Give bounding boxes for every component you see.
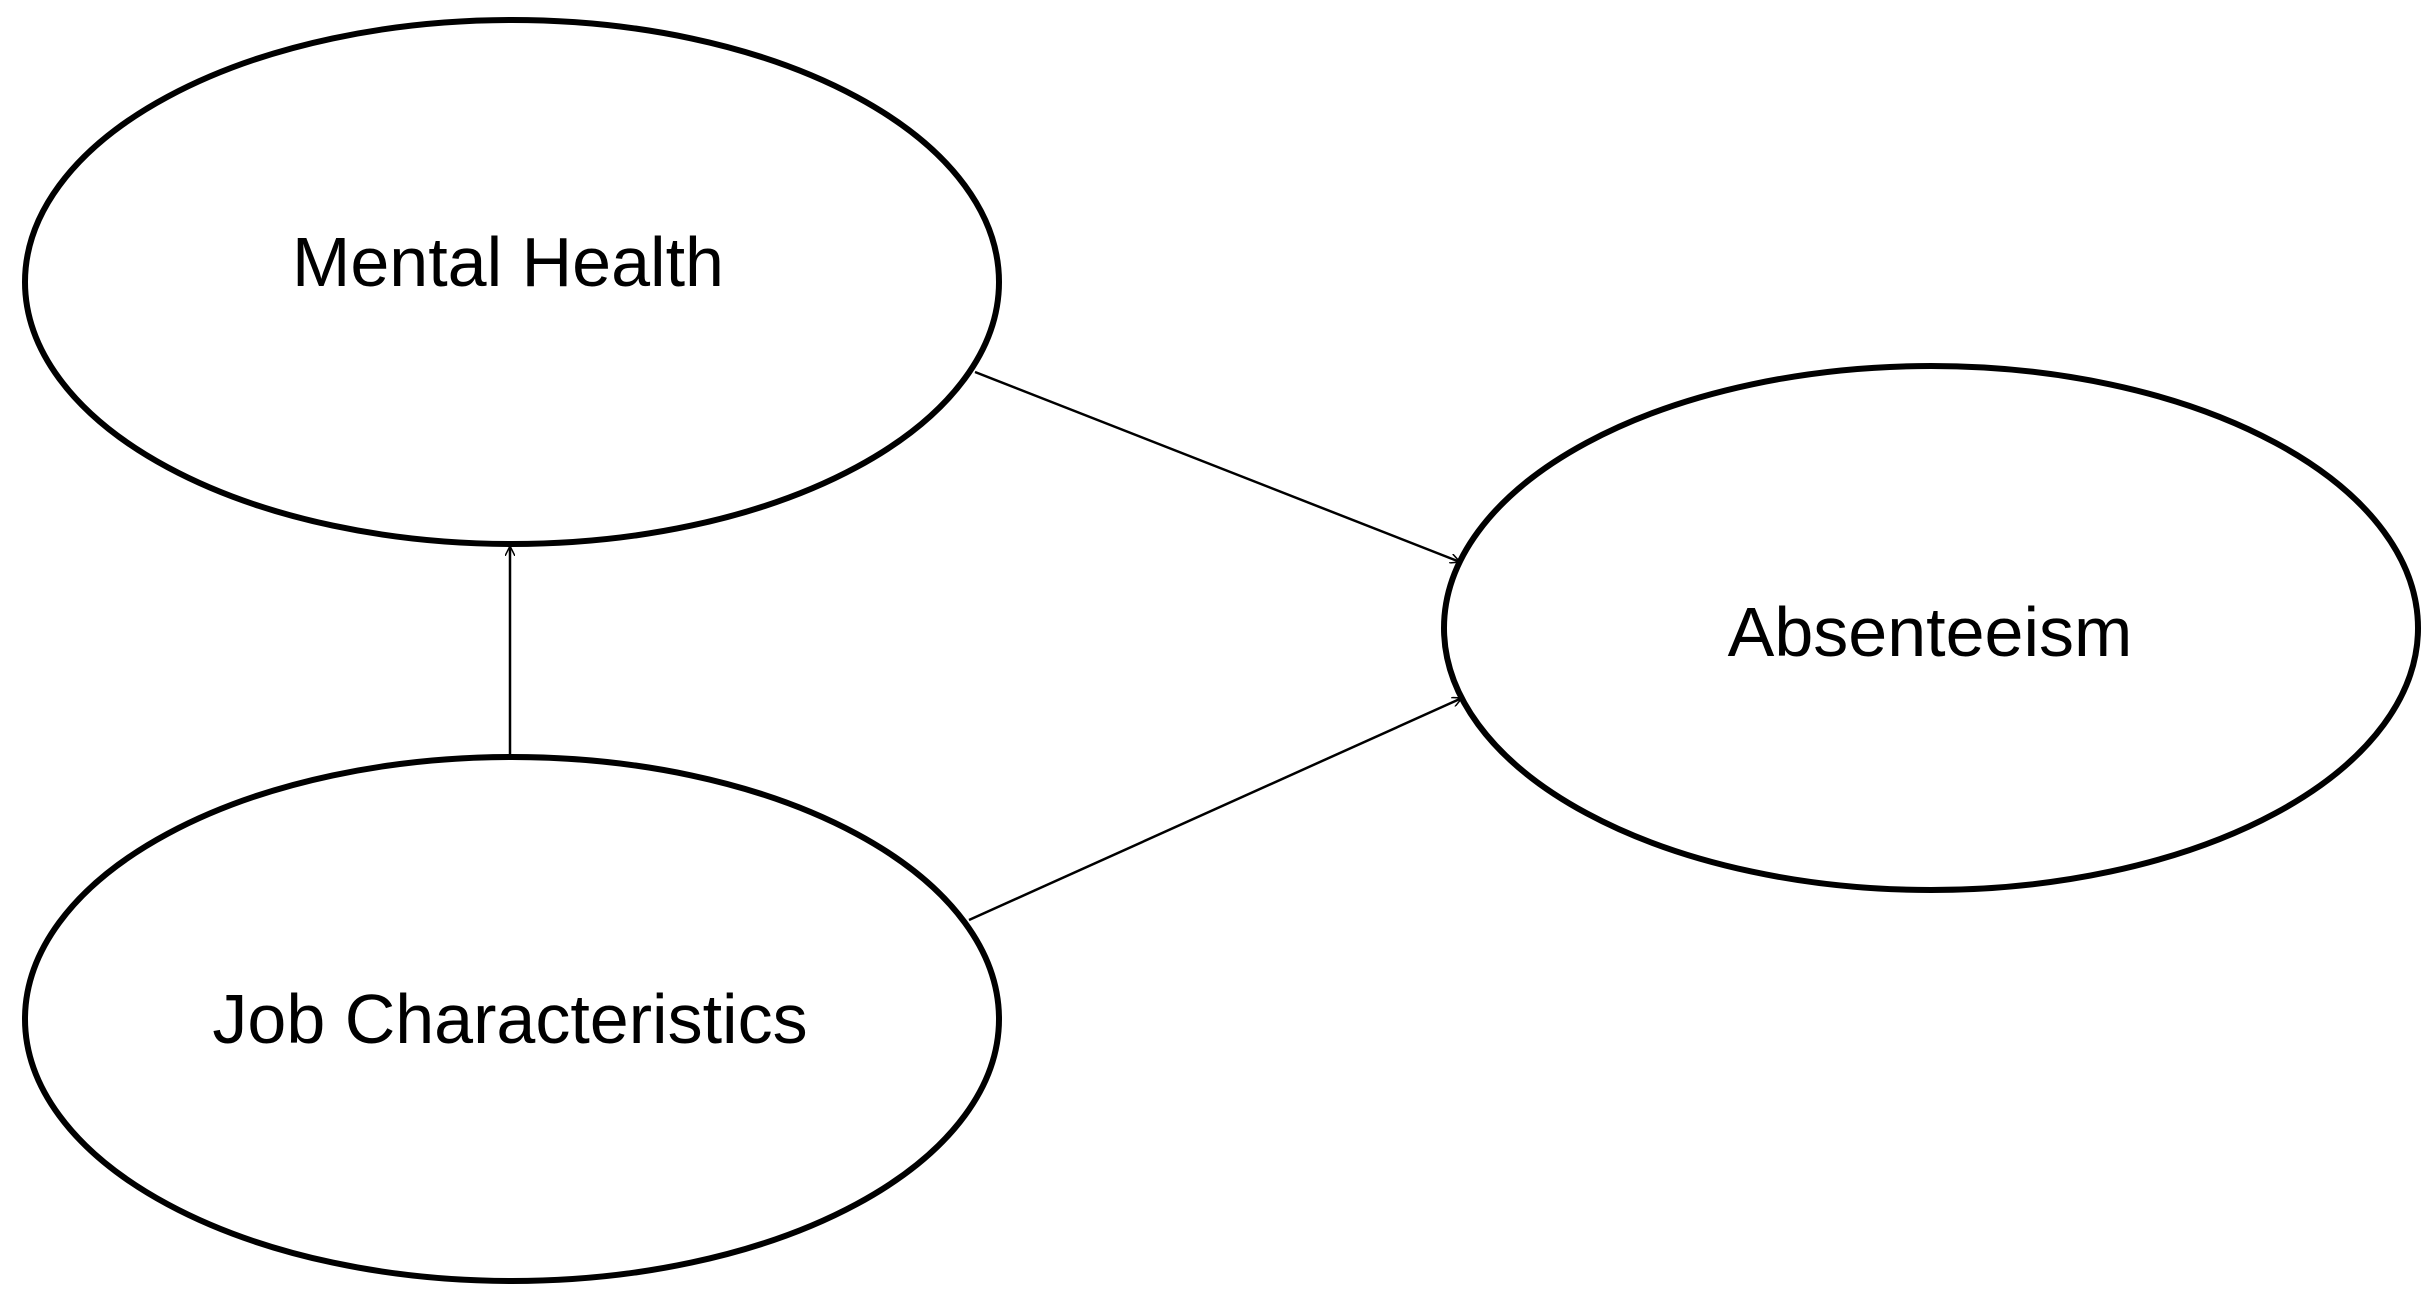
node-absenteeism[interactable]: Absenteeism [1441, 363, 2421, 893]
node-mental-health[interactable]: Mental Health [22, 17, 1002, 547]
node-mental-health-label: Mental Health [292, 223, 724, 301]
node-absenteeism-ellipse [1441, 363, 2421, 893]
node-absenteeism-label: Absenteeism [1728, 593, 2133, 671]
edge-job-characteristics-to-absenteeism [968, 698, 1462, 922]
node-job-characteristics-ellipse [22, 754, 1002, 1284]
node-mental-health-ellipse [22, 17, 1002, 547]
node-job-characteristics[interactable]: Job Characteristics [22, 754, 1002, 1284]
edge-mental-health-to-absenteeism [974, 370, 1460, 562]
node-job-characteristics-label: Job Characteristics [212, 980, 807, 1058]
edges [510, 370, 1462, 922]
